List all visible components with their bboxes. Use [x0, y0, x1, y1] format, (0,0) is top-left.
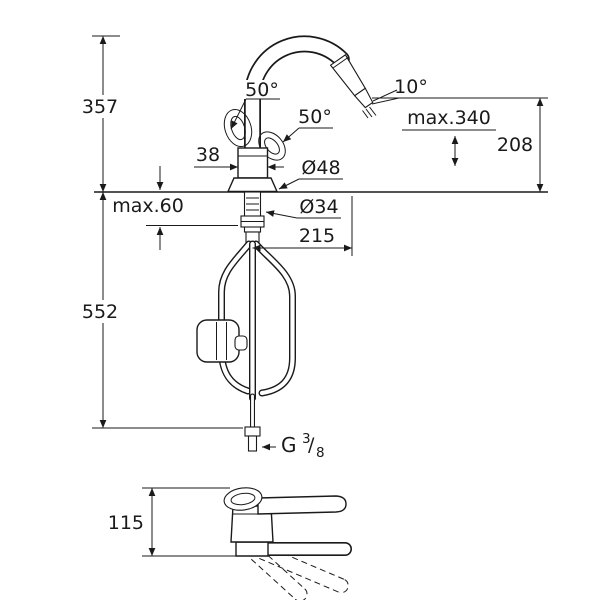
angle-50b-leader	[282, 127, 300, 143]
faucet-body	[237, 147, 269, 179]
lever-loop-inner	[230, 115, 246, 141]
dia-48-label: Ø48	[301, 157, 340, 179]
lever-loop-side-outer	[223, 487, 263, 511]
right-hose-inner	[253, 241, 295, 396]
dia-34-label: Ø34	[299, 196, 338, 218]
thread-fitting-hex	[244, 426, 261, 437]
spray-head	[329, 54, 367, 97]
angle-10-line-a	[372, 89, 398, 102]
dim-208-label: 208	[497, 134, 533, 156]
base-flange	[226, 177, 279, 193]
lever-loop-side-inner	[230, 492, 256, 506]
lower-view: 115	[108, 487, 352, 600]
base-escutcheon	[235, 541, 269, 557]
hose-weight	[196, 319, 240, 363]
max340-label: max.340	[407, 107, 491, 129]
dim-552-label-bg	[74, 300, 126, 323]
spray-head-collar-line	[332, 57, 349, 69]
left-hose-inner	[219, 241, 252, 394]
dia-48-leader	[278, 178, 300, 190]
max60-label: max.60	[112, 195, 184, 217]
thread-numerator: 3	[302, 431, 311, 447]
swivel-tube2-line	[250, 558, 296, 600]
max60-label-bg	[112, 196, 184, 217]
thread-denominator: 8	[316, 445, 325, 461]
thread-letter: G	[281, 433, 297, 457]
weight-clip	[234, 335, 248, 351]
dim-552-label: 552	[82, 301, 118, 323]
lever-arm	[257, 495, 347, 515]
angle-10-line-b	[371, 97, 400, 105]
spray-line	[362, 110, 369, 119]
thread-fitting-nipple	[247, 435, 258, 452]
angle-50a-leader	[230, 98, 247, 130]
angle-50b-label: 50°	[298, 106, 332, 128]
swivel-tube1-cap	[339, 579, 349, 594]
dim-215-label: 215	[299, 225, 335, 247]
swivel-tube2-cap	[294, 588, 308, 600]
dia-34-leader	[265, 210, 298, 219]
angle-50a-label-bg	[243, 80, 281, 99]
right-hose-outer	[252, 240, 296, 397]
dim-38-label: 38	[196, 144, 220, 166]
dim-357-label: 357	[82, 96, 118, 118]
spray-line	[369, 106, 377, 116]
spray-head-tip	[353, 87, 374, 109]
dim-115-label: 115	[108, 512, 144, 534]
upper-view: 357 552 max.60 38 50° 50° 10° 208 max.34	[74, 35, 548, 461]
lever-loop-outer	[223, 108, 253, 148]
angle-50a-label: 50°	[245, 79, 279, 101]
swivel-tube1-line	[259, 557, 340, 593]
spray-line	[365, 108, 373, 118]
angle-10-label: 10°	[394, 76, 428, 98]
dim-357-label-bg	[74, 95, 126, 118]
thread-slash: /	[308, 434, 315, 456]
